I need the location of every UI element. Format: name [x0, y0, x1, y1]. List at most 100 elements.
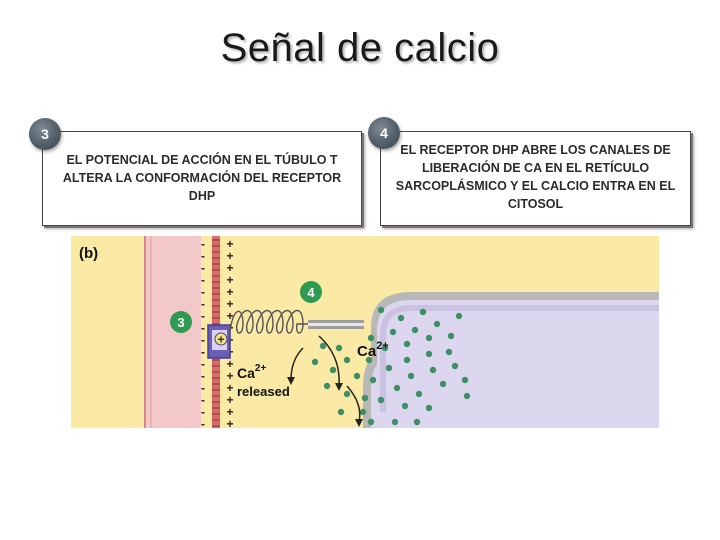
released-label: released — [237, 384, 290, 399]
calcium-dot — [433, 320, 441, 328]
calcium-dot — [393, 384, 401, 392]
minus-sign: - — [201, 297, 205, 311]
calcium-dot — [343, 356, 351, 364]
arrow-head-2 — [335, 383, 343, 391]
sr-lumen — [371, 300, 659, 428]
step-3-box: EL POTENCIAL DE ACCIÓN EN EL TÚBULO T AL… — [42, 131, 362, 226]
calcium-dot — [385, 364, 393, 372]
minus-sign: - — [201, 405, 205, 419]
plus-sign: + — [226, 261, 233, 275]
marker-4-label: 4 — [307, 285, 315, 300]
calcium-dot — [365, 356, 373, 364]
arrow-heads — [287, 377, 363, 427]
calcium-dot — [413, 418, 421, 426]
calcium-dot — [425, 404, 433, 412]
minus-sign: - — [201, 273, 205, 287]
minus-sign: - — [201, 381, 205, 395]
calcium-dot — [391, 418, 399, 426]
plus-sign: + — [226, 393, 233, 407]
plus-sign: + — [226, 417, 233, 428]
calcium-dot — [447, 332, 455, 340]
calcium-dot — [311, 358, 319, 366]
plus-sign: + — [226, 273, 233, 287]
calcium-dot — [439, 380, 447, 388]
plus-sign: + — [226, 249, 233, 263]
step-3-badge: 3 — [29, 118, 61, 150]
plus-sign: + — [226, 405, 233, 419]
calcium-dot — [463, 392, 471, 400]
calcium-dot — [353, 372, 361, 380]
release-channel-pore — [308, 323, 364, 326]
minus-signs: ---------------- — [201, 237, 205, 428]
calcium-dot — [359, 408, 367, 416]
calcium-dot — [381, 344, 389, 352]
plus-sign: + — [226, 285, 233, 299]
calcium-dot — [367, 334, 375, 342]
minus-sign: - — [201, 369, 205, 383]
calcium-dot — [377, 396, 385, 404]
marker-3-label: 3 — [177, 315, 184, 330]
calcium-dot — [429, 366, 437, 374]
minus-sign: - — [201, 249, 205, 263]
calcium-dot — [403, 356, 411, 364]
step-4-text: EL RECEPTOR DHP ABRE LOS CANALES DE LIBE… — [395, 143, 676, 211]
minus-sign: - — [201, 417, 205, 428]
calcium-release-diagram: ---------------- ++++++++++++++++ + — [71, 236, 659, 428]
ca-released-label-base: Ca — [237, 365, 255, 381]
spring-linker — [229, 309, 308, 334]
arrow-head-3 — [355, 419, 363, 427]
release-arrow-3 — [346, 385, 361, 423]
diagram-svg: ---------------- ++++++++++++++++ + — [71, 236, 659, 428]
calcium-dot — [319, 342, 327, 350]
calcium-dot — [397, 314, 405, 322]
calcium-dot — [461, 376, 469, 384]
calcium-dot — [335, 344, 343, 352]
calcium-dot — [425, 350, 433, 358]
calcium-dot — [445, 348, 453, 356]
ca-sr-label-base: Ca — [357, 343, 377, 360]
sr-inner-shadow — [380, 305, 659, 412]
calcium-dot — [343, 390, 351, 398]
ca-released-label: Ca2+ — [237, 363, 266, 381]
calcium-dot — [455, 312, 463, 320]
minus-sign: - — [201, 321, 205, 335]
minus-sign: - — [201, 393, 205, 407]
minus-sign: - — [201, 309, 205, 323]
release-arrow-2 — [318, 335, 340, 387]
calcium-dot — [367, 418, 375, 426]
minus-sign: - — [201, 345, 205, 359]
plus-sign: + — [226, 369, 233, 383]
minus-sign: - — [201, 333, 205, 347]
marker-3 — [170, 311, 192, 333]
calcium-dot — [377, 306, 385, 314]
release-arrow-1 — [290, 347, 304, 381]
calcium-dot — [419, 308, 427, 316]
t-tubule-lumen — [145, 236, 201, 428]
plus-sign: + — [226, 309, 233, 323]
ca-released-label-charge: 2+ — [255, 363, 267, 374]
calcium-dot — [425, 334, 433, 342]
ca-sr-label: Ca2+ — [357, 340, 389, 360]
step-4-badge: 4 — [368, 117, 400, 149]
ca-sr-label-charge: 2+ — [376, 340, 389, 352]
calcium-dot — [323, 382, 331, 390]
plus-sign: + — [226, 237, 233, 251]
calcium-dot — [415, 390, 423, 398]
calcium-dot — [369, 376, 377, 384]
marker-4 — [300, 281, 322, 303]
plus-sign: + — [226, 357, 233, 371]
release-arrows — [290, 335, 361, 423]
panel-label: (b) — [79, 245, 98, 262]
step-4-box: EL RECEPTOR DHP ABRE LOS CANALES DE LIBE… — [380, 131, 691, 226]
minus-sign: - — [201, 261, 205, 275]
step-3-text: EL POTENCIAL DE ACCIÓN EN EL TÚBULO T AL… — [62, 153, 342, 203]
plus-sign: + — [226, 381, 233, 395]
calcium-dot — [329, 366, 337, 374]
calcium-dot — [451, 362, 459, 370]
minus-sign: - — [201, 285, 205, 299]
arrow-head-1 — [287, 377, 295, 385]
calcium-dot — [389, 328, 397, 336]
plus-sign: + — [226, 297, 233, 311]
minus-sign: - — [201, 237, 205, 251]
calcium-dot — [403, 340, 411, 348]
